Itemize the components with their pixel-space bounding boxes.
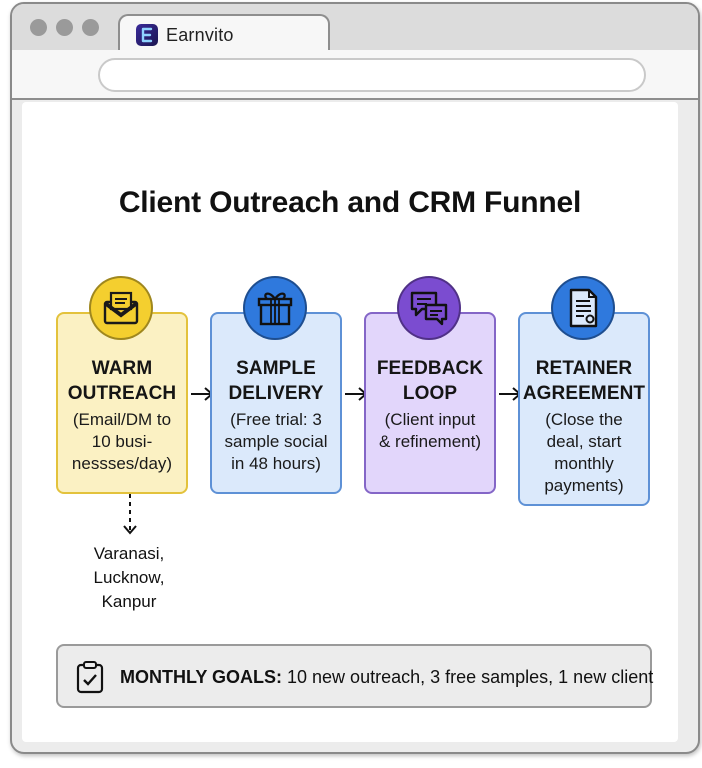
step-heading-line: OUTREACH — [67, 383, 177, 404]
step-description-line: (Client input — [384, 410, 476, 429]
step-description-line: in 48 hours) — [231, 454, 321, 473]
earnvito-logo-icon — [136, 24, 158, 46]
step-description-line: (Close the — [545, 410, 623, 429]
step-heading-line: DELIVERY — [228, 383, 324, 404]
step-description: (Free trial: 3 sample social in 48 hours… — [212, 409, 340, 475]
browser-toolbar — [12, 50, 698, 100]
monthly-goals-banner: MONTHLY GOALS: 10 new outreach, 3 free s… — [56, 644, 653, 708]
browser-window: Earnvito Client Outreach and CRM Funnel … — [10, 2, 700, 754]
contract-document-icon — [551, 276, 615, 340]
page-title: Client Outreach and CRM Funnel — [118, 186, 582, 219]
target-cities: Varanasi, Lucknow, Kanpur — [64, 542, 194, 614]
step-heading-line: FEEDBACK — [376, 358, 484, 379]
step-description: (Client input & refinement) — [366, 409, 494, 453]
tab-title: Earnvito — [166, 25, 234, 45]
gift-icon — [243, 276, 307, 340]
step-description-line: sample social — [224, 432, 328, 451]
step-heading-line: AGREEMENT — [522, 383, 646, 404]
envelope-icon — [89, 276, 153, 340]
window-control-dot[interactable] — [82, 19, 99, 36]
step-description-line: & refinement) — [378, 432, 482, 451]
monthly-goals-label: MONTHLY GOALS: — [120, 667, 283, 687]
step-description-line: (Email/DM to — [72, 410, 172, 429]
city-name: Kanpur — [101, 592, 157, 611]
browser-tab[interactable]: Earnvito — [118, 14, 330, 54]
monthly-goals-value: 10 new outreach, 3 free samples, 1 new c… — [282, 667, 654, 687]
step-description-line: (Free trial: 3 — [230, 410, 322, 429]
step-heading-line: WARM — [91, 358, 153, 379]
dashed-arrow-down-icon — [123, 494, 137, 535]
step-heading: RETAINER AGREEMENT — [520, 356, 648, 406]
step-heading: SAMPLE DELIVERY — [212, 356, 340, 406]
step-heading-line: RETAINER — [535, 358, 633, 379]
page-viewport: Client Outreach and CRM Funnel WARM OUTR… — [22, 102, 678, 742]
monthly-goals-text: MONTHLY GOALS: 10 new outreach, 3 free s… — [120, 667, 653, 688]
step-card: WARM OUTREACH (Email/DM to 10 busi- ness… — [56, 312, 188, 494]
step-description-line: 10 busi- — [91, 432, 153, 451]
step-description-line: deal, start — [546, 432, 622, 451]
title-bar: Earnvito — [12, 4, 698, 54]
city-name: Varanasi, — [93, 544, 165, 563]
address-bar[interactable] — [98, 58, 646, 92]
city-name: Lucknow, — [93, 568, 165, 587]
step-card: FEEDBACK LOOP (Client input & refinement… — [364, 312, 496, 494]
step-description-line: payments) — [544, 476, 624, 495]
step-description: (Email/DM to 10 busi- nessses/day) — [58, 409, 186, 475]
clipboard-check-icon — [76, 661, 104, 694]
step-description-line: monthly — [554, 454, 614, 473]
step-description: (Close the deal, start monthly payments) — [520, 409, 648, 497]
step-heading: WARM OUTREACH — [58, 356, 186, 406]
step-heading-line: SAMPLE — [236, 358, 316, 379]
chat-bubbles-icon — [397, 276, 461, 340]
step-heading-line: LOOP — [402, 383, 458, 404]
window-control-dot[interactable] — [30, 19, 47, 36]
step-description-line: nessses/day) — [71, 454, 173, 473]
step-card: RETAINER AGREEMENT (Close the deal, star… — [518, 312, 650, 506]
step-heading: FEEDBACK LOOP — [366, 356, 494, 406]
window-control-dot[interactable] — [56, 19, 73, 36]
